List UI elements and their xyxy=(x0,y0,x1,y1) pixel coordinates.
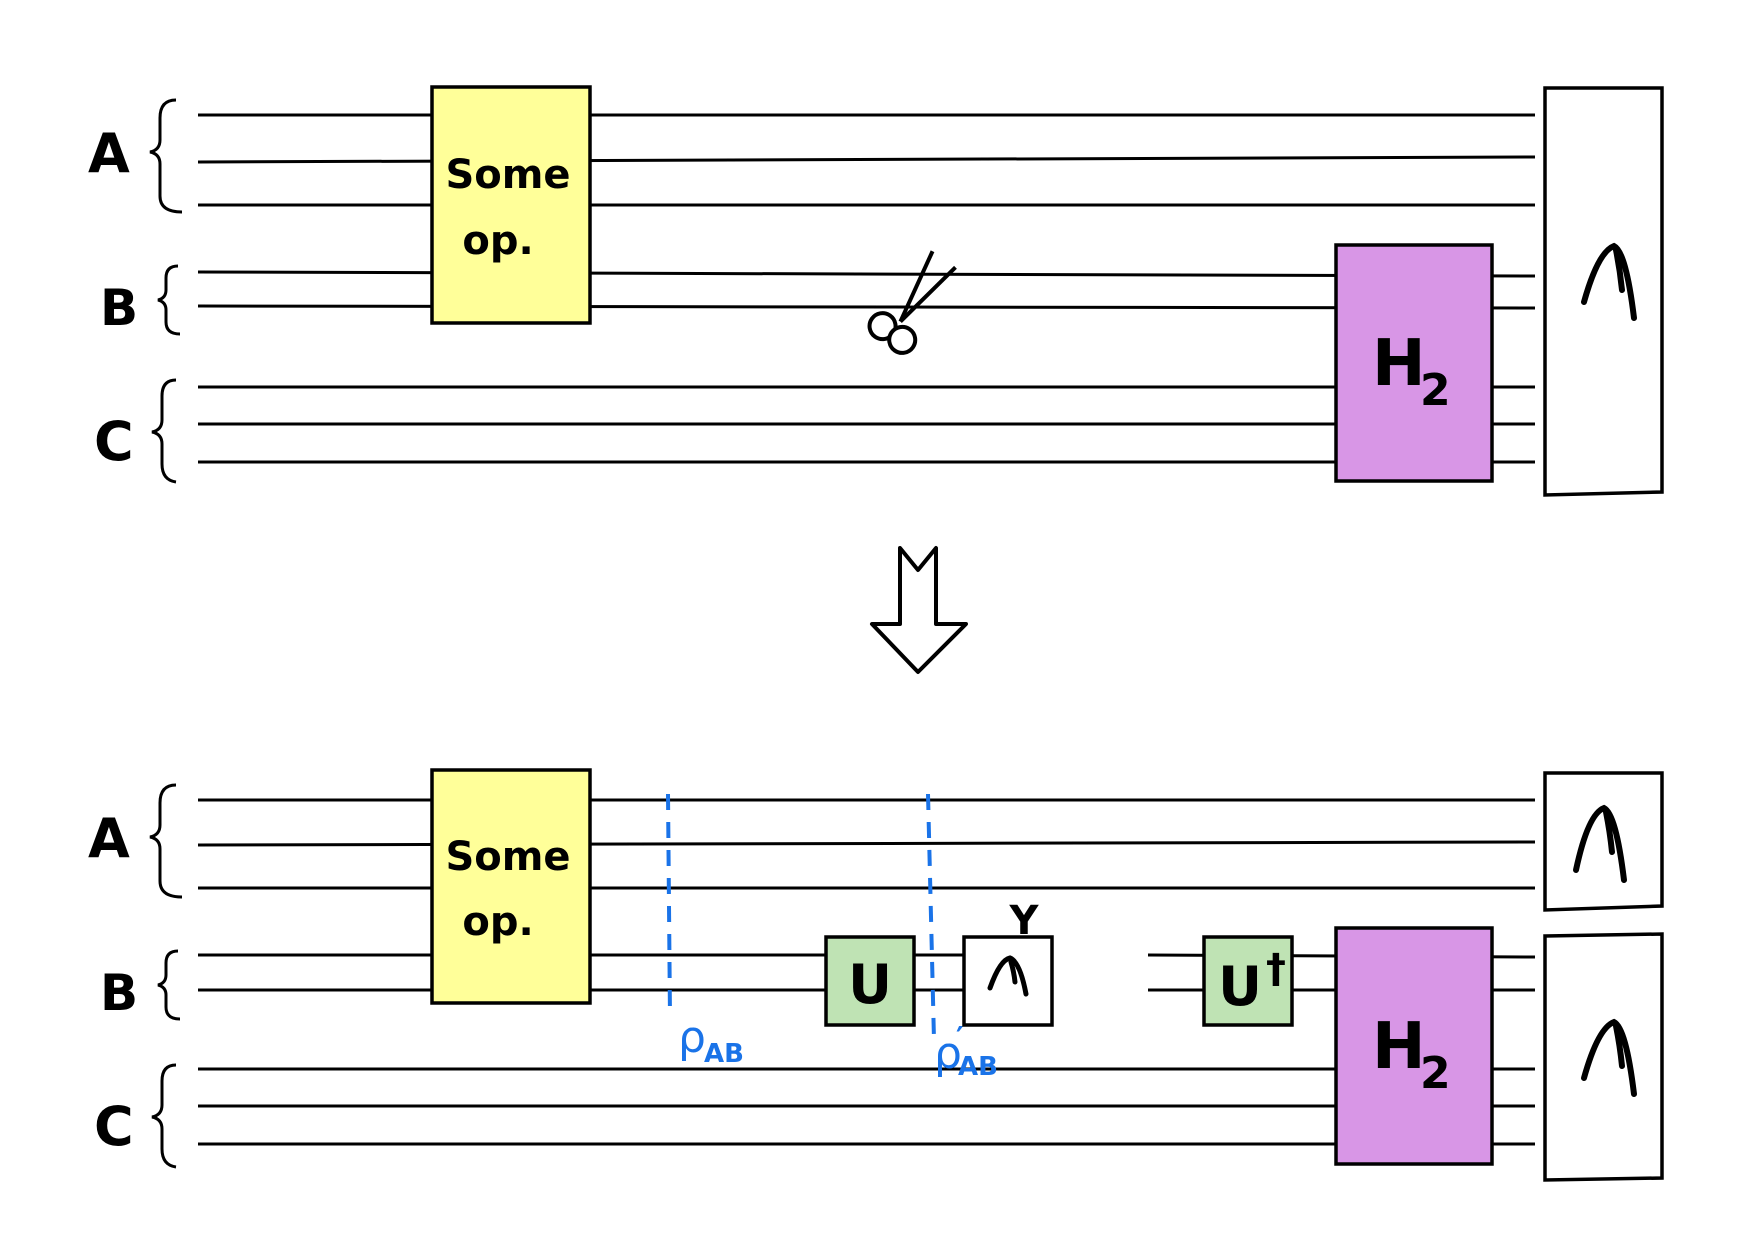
top-wire-b1 xyxy=(197,270,1536,278)
top-wire-a2 xyxy=(197,155,1536,164)
rho-ab-symbol: ρ xyxy=(678,1012,706,1063)
rho-ab-prime-symbol: ρ xyxy=(934,1028,962,1079)
bottom-h2-gate: H 2 xyxy=(1334,926,1494,1166)
top-register-label-c: C xyxy=(94,410,134,473)
rho-ab-subscript: AB xyxy=(704,1039,744,1069)
bottom-wire-a2 xyxy=(197,840,1536,847)
bottom-measurement-box-a xyxy=(1543,771,1664,912)
bottom-some-op-line1: Some xyxy=(445,834,570,880)
u-gate: U xyxy=(824,935,916,1027)
measurement-icon xyxy=(1573,804,1627,883)
bottom-register-label-c: C xyxy=(94,1095,134,1158)
top-circuit: A B C Some op. xyxy=(88,85,1664,497)
bottom-measurement-box-bc xyxy=(1543,932,1664,1182)
top-some-op-gate: Some op. xyxy=(430,85,592,325)
rho-ab-prime-mark: ′ xyxy=(956,1021,964,1056)
measurement-icon xyxy=(1581,242,1637,321)
down-arrow-icon xyxy=(870,546,968,674)
bottom-h2-main: H xyxy=(1372,1010,1426,1084)
bottom-circuit: A B C Some op. ρ AB xyxy=(88,768,1664,1182)
top-h2-sub: 2 xyxy=(1420,365,1451,416)
top-h2-gate: H 2 xyxy=(1334,243,1494,483)
bottom-register-label-b: B xyxy=(100,964,138,1022)
density-marker-rho-ab-prime: ρ ′ AB xyxy=(926,793,998,1082)
bottom-register-label-a: A xyxy=(88,807,130,870)
bottom-h2-sub: 2 xyxy=(1420,1048,1451,1099)
u-dagger-gate: U † xyxy=(1202,935,1294,1027)
density-marker-rho-ab: ρ AB xyxy=(666,793,744,1069)
rho-ab-prime-subscript: AB xyxy=(958,1052,998,1082)
u-gate-label: U xyxy=(848,953,892,1016)
top-brace-c xyxy=(151,378,177,484)
top-register-label-b: B xyxy=(100,279,138,337)
bottom-brace-b xyxy=(157,949,181,1021)
u-dagger-symbol: † xyxy=(1266,946,1286,992)
top-brace-a xyxy=(149,98,183,214)
measurement-icon xyxy=(1581,1018,1637,1097)
top-measurement-box xyxy=(1543,86,1664,497)
measurement-icon xyxy=(987,955,1029,997)
top-brace-b xyxy=(157,264,181,336)
y-measure-gate: Y xyxy=(962,898,1054,1027)
bottom-some-op-line2: op. xyxy=(462,899,533,945)
top-register-label-a: A xyxy=(88,122,130,185)
scissors-icon xyxy=(867,250,957,355)
u-dagger-main: U xyxy=(1218,955,1262,1018)
y-measure-label: Y xyxy=(1009,898,1040,944)
top-h2-main: H xyxy=(1372,327,1426,401)
bottom-brace-a xyxy=(149,783,183,899)
bottom-brace-c xyxy=(151,1063,177,1169)
top-some-op-line2: op. xyxy=(462,218,533,264)
bottom-some-op-gate: Some op. xyxy=(430,768,592,1005)
top-wire-b2 xyxy=(197,304,1536,310)
top-some-op-line1: Some xyxy=(445,152,570,198)
